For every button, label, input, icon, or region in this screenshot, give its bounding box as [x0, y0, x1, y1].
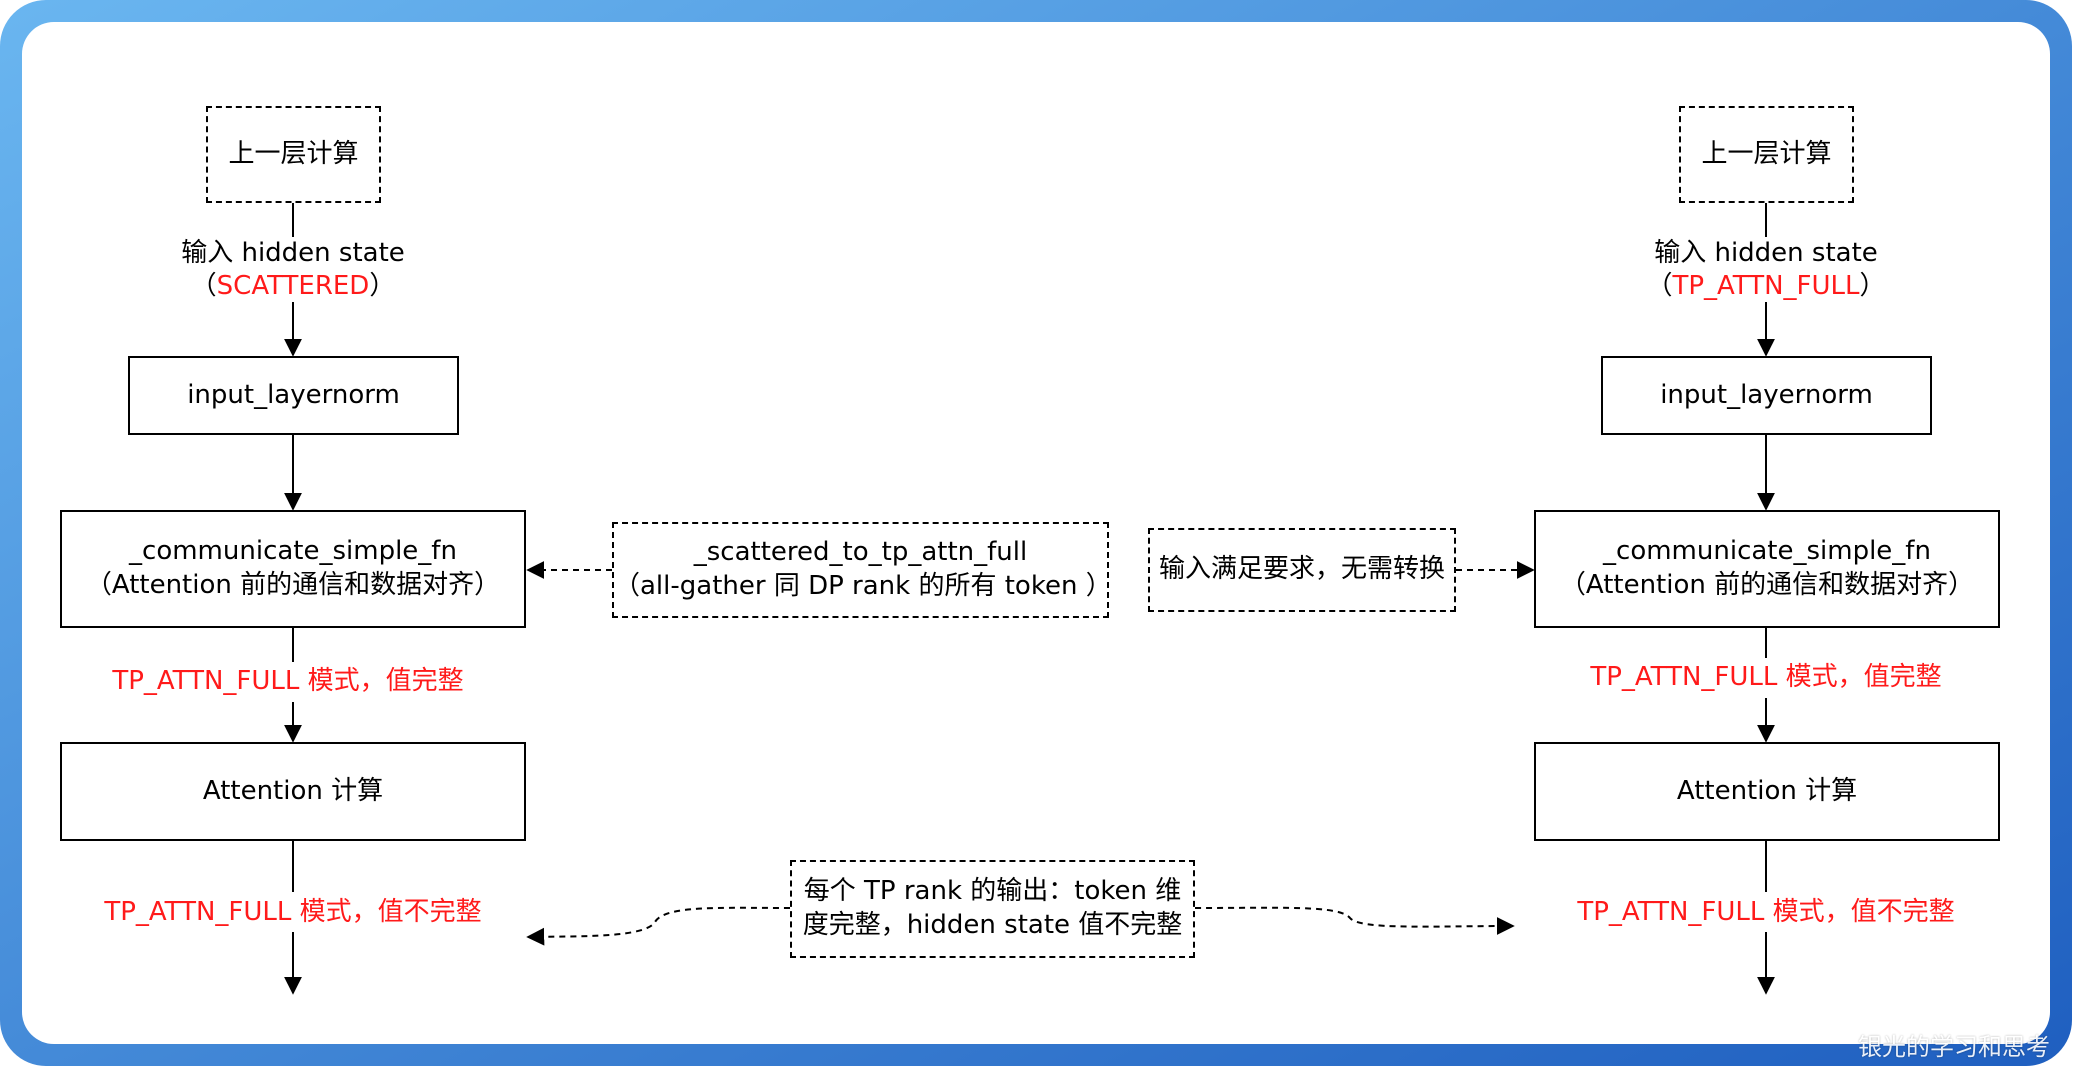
- right-comm-box: _communicate_simple_fn （Attention 前的通信和数…: [1534, 510, 2000, 628]
- right-layernorm-box: input_layernorm: [1601, 356, 1932, 435]
- left-mode-after-attn: TP_ATTN_FULL 模式，值不完整: [80, 896, 506, 929]
- left-input-text: 输入 hidden state: [181, 238, 405, 268]
- right-layernorm-label: input_layernorm: [1660, 379, 1873, 410]
- right-input-mode-open: （: [1646, 270, 1673, 301]
- left-input-mode-close: ）: [369, 270, 396, 301]
- right-input-mode-line: （TP_ATTN_FULL）: [1641, 270, 1891, 303]
- right-prev-layer-box: 上一层计算: [1679, 106, 1854, 203]
- output-note-line1: 每个 TP rank 的输出：token 维: [803, 876, 1182, 907]
- left-comm-title: _communicate_simple_fn: [129, 536, 457, 567]
- right-attention-label: Attention 计算: [1676, 775, 1858, 806]
- no-convert-note: 输入满足要求，无需转换: [1148, 528, 1456, 612]
- left-mode-after-comm: TP_ATTN_FULL 模式，值完整: [90, 665, 486, 698]
- left-input-label: 输入 hidden state （SCATTERED）: [168, 237, 418, 302]
- right-comm-sub: （Attention 前的通信和数据对齐）: [1559, 570, 1975, 600]
- no-convert-note-label: 输入满足要求，无需转换: [1158, 554, 1445, 585]
- left-attention-box: Attention 计算: [60, 742, 526, 841]
- right-attention-box: Attention 计算: [1534, 742, 2000, 841]
- right-input-text: 输入 hidden state: [1654, 238, 1878, 268]
- left-prev-layer-label: 上一层计算: [228, 138, 359, 169]
- right-mode-after-comm: TP_ATTN_FULL 模式，值完整: [1568, 661, 1964, 694]
- left-input-mode: SCATTERED: [216, 270, 370, 301]
- right-prev-layer-label: 上一层计算: [1701, 138, 1832, 169]
- left-input-mode-line: （SCATTERED）: [168, 270, 418, 303]
- right-mode-after-attn: TP_ATTN_FULL 模式，值不完整: [1553, 896, 1979, 929]
- left-layernorm-label: input_layernorm: [187, 379, 400, 410]
- scattered-note-title: _scattered_to_tp_attn_full: [693, 537, 1028, 568]
- output-note: 每个 TP rank 的输出：token 维 度完整，hidden state …: [790, 860, 1195, 958]
- watermark: 银光的学习和思考: [1858, 1033, 2050, 1061]
- left-comm-sub: （Attention 前的通信和数据对齐）: [85, 570, 501, 600]
- right-comm-title: _communicate_simple_fn: [1603, 536, 1931, 567]
- right-input-mode: TP_ATTN_FULL: [1672, 270, 1860, 301]
- left-attention-label: Attention 计算: [202, 775, 384, 806]
- left-input-mode-open: （: [190, 270, 217, 301]
- left-comm-box: _communicate_simple_fn （Attention 前的通信和数…: [60, 510, 526, 628]
- output-note-arrow-right: [1194, 906, 1515, 936]
- left-prev-layer-box: 上一层计算: [206, 106, 381, 203]
- scattered-to-tp-note: _scattered_to_tp_attn_full （all-gather 同…: [612, 522, 1112, 618]
- output-note-line2: 度完整，hidden state 值不完整: [802, 910, 1183, 940]
- scattered-note-sub: （all-gather 同 DP rank 的所有 token ）: [614, 571, 1112, 601]
- right-input-label: 输入 hidden state （TP_ATTN_FULL）: [1641, 237, 1891, 302]
- output-note-arrow-left: [526, 906, 791, 946]
- right-input-mode-close: ）: [1859, 270, 1886, 301]
- left-layernorm-box: input_layernorm: [128, 356, 459, 435]
